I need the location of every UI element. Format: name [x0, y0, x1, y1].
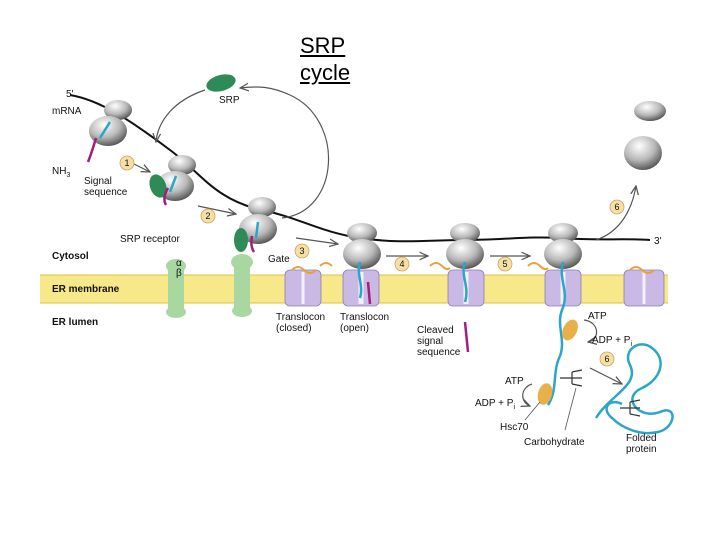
gate-label: Gate	[268, 254, 290, 265]
polypeptide-6	[546, 261, 567, 406]
atp-label-1: ATP	[588, 311, 607, 322]
step-arrow-3	[295, 237, 338, 244]
hsc70-label: Hsc70	[500, 422, 529, 433]
step-badge-3: 3	[294, 243, 310, 259]
atp-arc-2	[523, 383, 533, 406]
svg-text:1: 1	[124, 158, 129, 168]
polypeptide-3	[254, 221, 260, 239]
svg-text:4: 4	[399, 259, 404, 269]
step-arrow-6	[589, 367, 622, 384]
er-lumen-label: ER lumen	[52, 317, 98, 328]
translocon-closed-end	[623, 269, 665, 307]
alpha-label: α	[176, 258, 182, 269]
slide-title: SRP cycle	[300, 32, 350, 86]
step-arrow-2	[197, 205, 236, 214]
folded-protein	[594, 343, 674, 435]
adp-pi-label-1: ADP + Pi	[592, 335, 632, 348]
ribosome-1	[89, 100, 132, 146]
step-badge-6a: 6	[609, 199, 625, 215]
svg-text:5: 5	[502, 259, 507, 269]
gate-plug-4	[527, 262, 549, 271]
ribosome-6	[544, 223, 582, 269]
atp-arc-1	[583, 319, 597, 342]
nh3-label: NH3	[52, 166, 70, 179]
cleaved-signal-sequence	[463, 321, 470, 353]
cleaved-signal-label-3: sequence	[417, 347, 461, 358]
folded-protein-carbohydrate	[620, 399, 641, 417]
folded-protein-label-1: Folded	[626, 433, 657, 444]
translocon-open-label-2: (open)	[340, 323, 369, 334]
cleaved-signal-label-1: Cleaved	[417, 325, 454, 336]
translocon-open-label-1: Translocon	[340, 312, 389, 323]
step-badge-4: 4	[394, 256, 410, 272]
released-large-subunit	[624, 136, 662, 170]
ribosome-5	[446, 223, 484, 269]
five-prime-label: 5'	[66, 89, 74, 100]
srp-receptor-bound	[231, 254, 253, 317]
svg-text:2: 2	[205, 211, 210, 221]
title-line-1: SRP	[300, 33, 346, 58]
gate-plug-2	[319, 262, 333, 267]
signal-sequence-label-2: sequence	[84, 187, 128, 198]
er-membrane-label: ER membrane	[52, 284, 120, 295]
signal-sequence-1	[86, 137, 98, 163]
step-badge-1: 1	[119, 155, 135, 171]
svg-text:3: 3	[299, 246, 304, 256]
atp-label-2: ATP	[505, 376, 524, 387]
carbohydrate-pointer	[564, 387, 577, 431]
released-small-subunit	[634, 101, 666, 121]
translocon-closed-label-2: (closed)	[276, 323, 312, 334]
gate-plug-1	[291, 266, 317, 274]
carbohydrate-label: Carbohydrate	[524, 437, 585, 448]
svg-text:6: 6	[604, 354, 609, 364]
hsc70-chaperone-1	[562, 319, 578, 341]
signal-sequence-2	[163, 187, 170, 206]
release-arrow	[595, 186, 636, 241]
cytosol-label: Cytosol	[52, 251, 89, 262]
hsc70-chaperone-2	[537, 383, 553, 405]
ribosome-4	[343, 223, 381, 269]
mrna-label: mRNA	[52, 106, 82, 117]
carbohydrate-tree	[560, 369, 583, 387]
step-badge-5: 5	[497, 256, 513, 272]
adp-pi-label-2: ADP + Pi	[475, 398, 515, 411]
folded-protein-label-2: protein	[626, 444, 657, 455]
cleaved-signal-label-2: signal	[417, 336, 443, 347]
srp-bound-2	[234, 228, 248, 252]
beta-label: β	[176, 268, 182, 279]
mrna-strand	[69, 94, 651, 243]
three-prime-label: 3'	[654, 236, 662, 247]
gate-plug-3	[429, 262, 451, 271]
polypeptide-1	[98, 121, 112, 139]
srp-receptor-label: SRP receptor	[120, 234, 181, 245]
polypeptide-2	[168, 175, 178, 193]
svg-text:6: 6	[614, 202, 619, 212]
title-line-2: cycle	[300, 60, 351, 85]
step-badge-2: 2	[200, 208, 216, 224]
polypeptide-4	[357, 261, 363, 299]
polypeptide-5	[462, 261, 468, 303]
srp-label: SRP	[219, 95, 240, 106]
translocon-closed-label-1: Translocon	[276, 312, 325, 323]
signal-sequence-4	[366, 281, 372, 305]
hsc70-pointer	[524, 401, 541, 421]
translocon-closed	[284, 269, 322, 307]
step-badge-6b: 6	[599, 351, 615, 367]
srp-bound-1	[149, 174, 167, 198]
srp-receptor	[166, 259, 186, 318]
signal-sequence-label-1: Signal	[84, 176, 112, 187]
srp-recycle-arrow	[240, 87, 330, 219]
signal-sequence-3	[250, 235, 256, 253]
free-srp	[206, 74, 236, 92]
gate-plug-5	[629, 266, 655, 274]
srp-to-ribosome-arrow	[156, 89, 206, 142]
